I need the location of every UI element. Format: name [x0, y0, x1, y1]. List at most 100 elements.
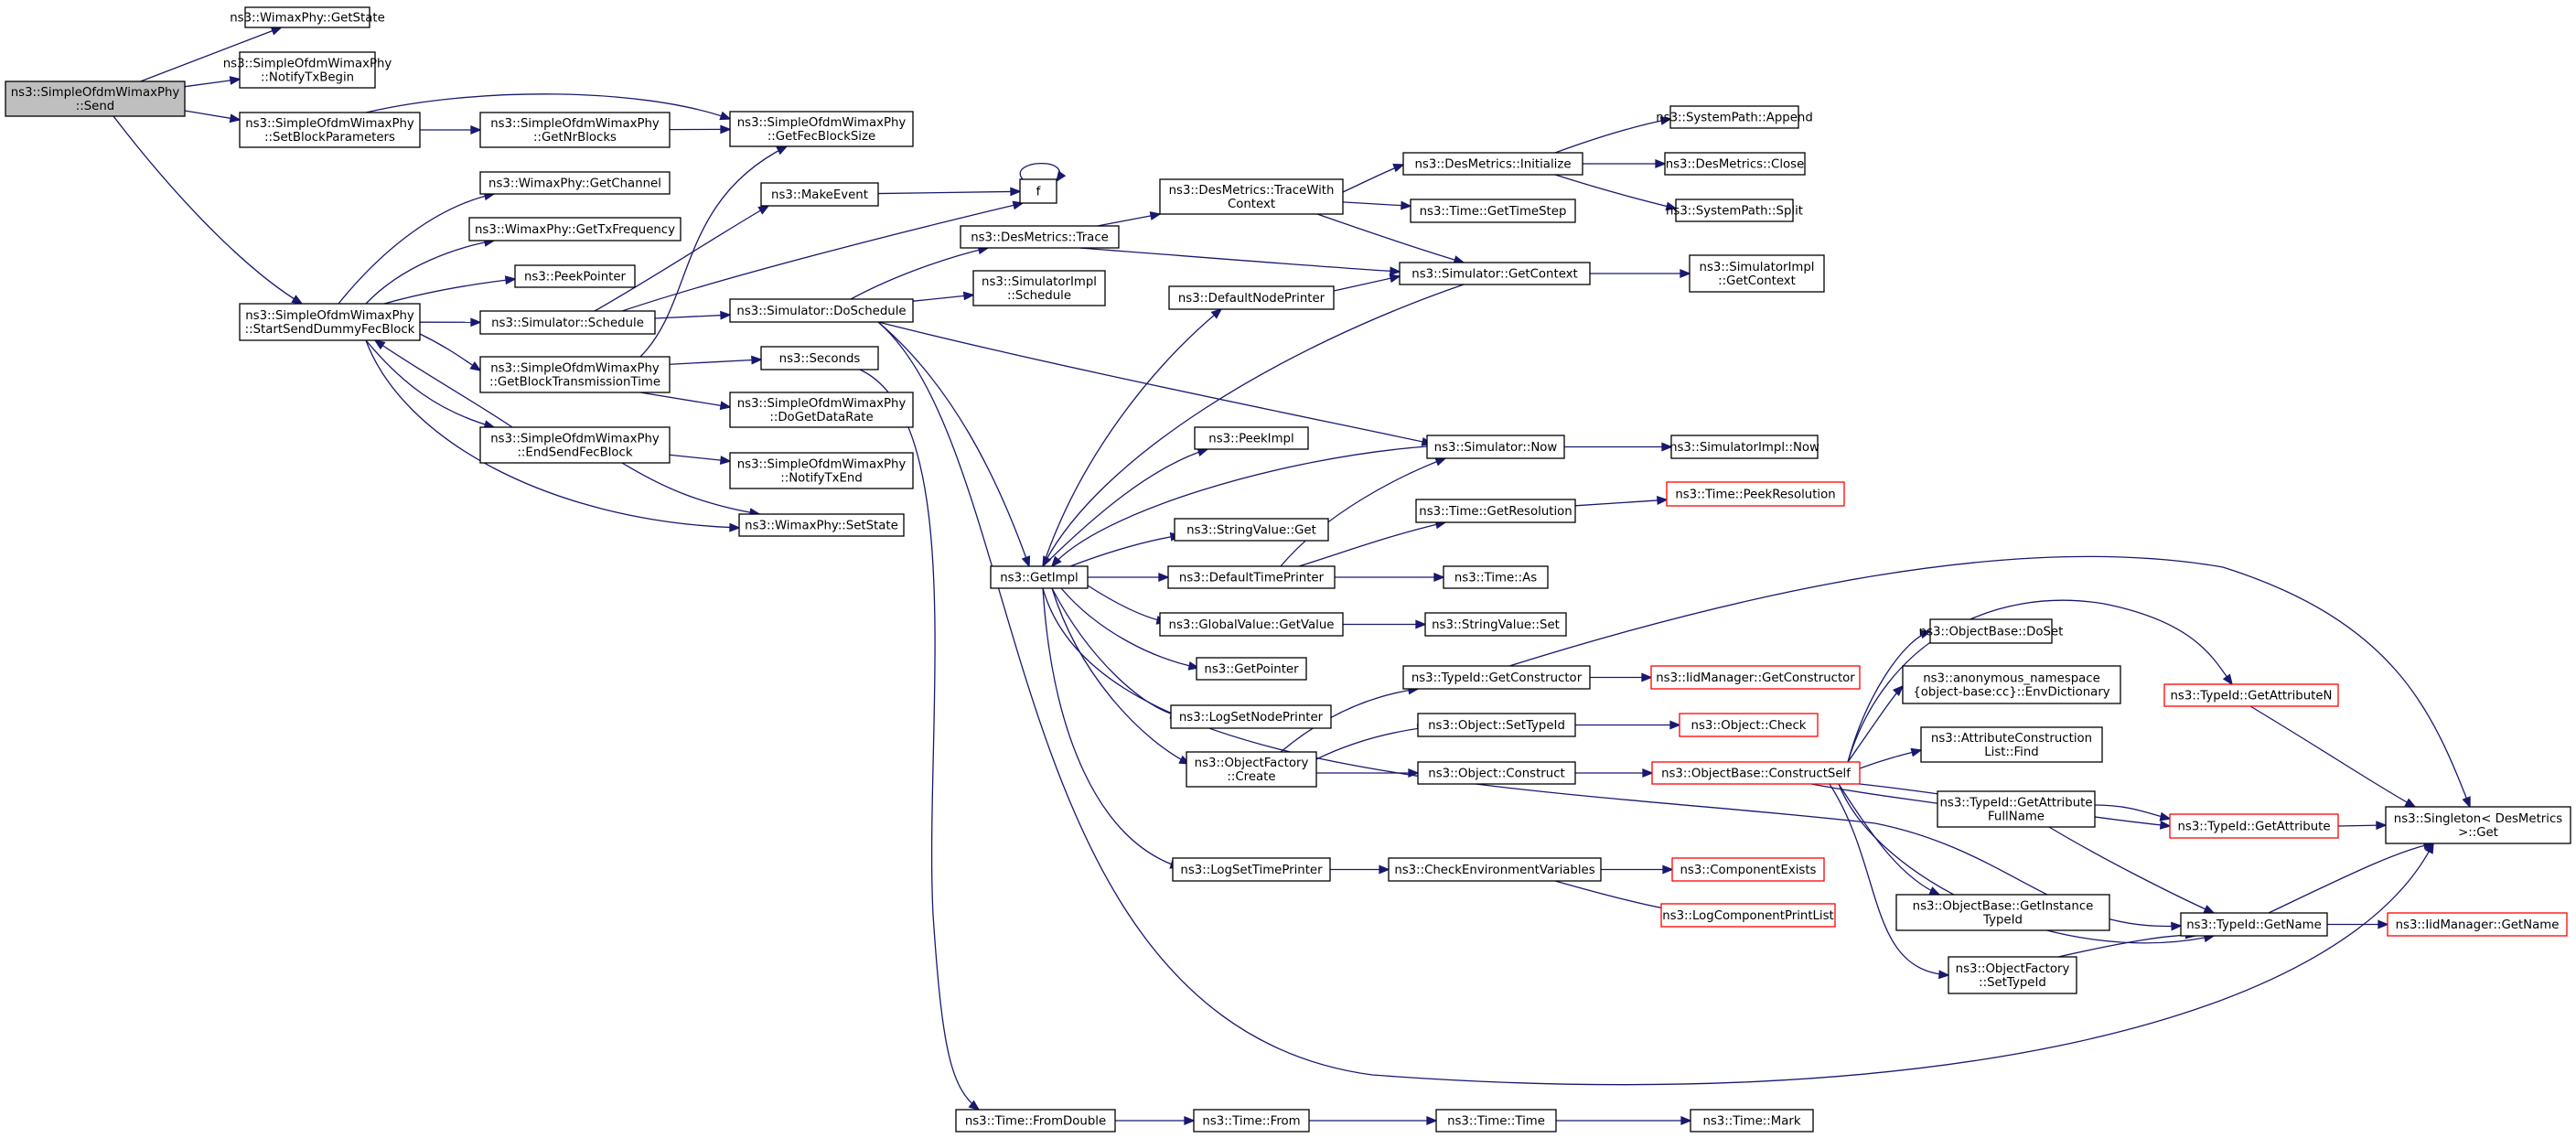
node-box[interactable]	[468, 217, 682, 242]
node-box[interactable]	[1669, 105, 1799, 129]
node-box[interactable]	[760, 346, 879, 370]
node-objectbase_doset[interactable]: ns3::ObjectBase::DoSet	[1919, 618, 2064, 644]
node-box[interactable]	[1443, 565, 1549, 589]
node-box[interactable]	[1671, 857, 1825, 882]
node-object_check[interactable]: ns3::Object::Check	[1679, 713, 1819, 737]
node-box[interactable]	[738, 513, 905, 537]
node-makeevent[interactable]: ns3::MakeEvent	[760, 182, 879, 207]
node-getblocktxtime[interactable]: ns3::SimpleOfdmWimaxPhy::GetBlockTransmi…	[479, 356, 671, 393]
node-box[interactable]	[1666, 481, 1845, 507]
node-sim_now[interactable]: ns3::Simulator::Now	[1426, 435, 1565, 459]
node-send[interactable]: ns3::SimpleOfdmWimaxPhy::Send	[5, 81, 186, 117]
node-box[interactable]	[1948, 956, 2077, 994]
node-defaulttimeprinter[interactable]: ns3::DefaultTimePrinter	[1167, 565, 1336, 589]
node-time_gettimestep[interactable]: ns3::Time::GetTimeStep	[1410, 199, 1576, 223]
node-time_time[interactable]: ns3::Time::Time	[1435, 1109, 1557, 1133]
node-wm_setstate[interactable]: ns3::WimaxPhy::SetState	[738, 513, 905, 537]
node-box[interactable]	[1920, 726, 2103, 763]
node-box[interactable]	[1399, 262, 1591, 285]
node-objectfactory_create[interactable]: ns3::ObjectFactory::Create	[1186, 751, 1317, 788]
node-box[interactable]	[1690, 1109, 1814, 1133]
node-sp_split[interactable]: ns3::SystemPath::Split	[1666, 199, 1803, 222]
node-notifytxbegin[interactable]: ns3::SimpleOfdmWimaxPhy::NotifyTxBegin	[223, 51, 392, 89]
node-box[interactable]	[1424, 612, 1567, 637]
node-box[interactable]	[1402, 665, 1591, 690]
node-box[interactable]	[1426, 435, 1565, 459]
node-getfecblocksize[interactable]: ns3::SimpleOfdmWimaxPhy::GetFecBlockSize	[729, 111, 914, 147]
node-getchannel[interactable]: ns3::WimaxPhy::GetChannel	[479, 171, 671, 195]
node-box[interactable]	[2387, 912, 2568, 937]
node-defaultnodeprinter[interactable]: ns3::DefaultNodePrinter	[1168, 285, 1335, 310]
node-box[interactable]	[239, 51, 376, 89]
node-box[interactable]	[1664, 152, 1806, 176]
node-box[interactable]	[1196, 657, 1307, 681]
node-startsenddummy[interactable]: ns3::SimpleOfdmWimaxPhy::StartSendDummyF…	[239, 303, 421, 341]
node-objectbase_constructself[interactable]: ns3::ObjectBase::ConstructSelf	[1651, 761, 1861, 785]
node-f[interactable]: f	[1019, 178, 1057, 204]
node-sp_append[interactable]: ns3::SystemPath::Append	[1656, 105, 1813, 129]
node-box[interactable]	[1679, 713, 1819, 737]
node-time_mark[interactable]: ns3::Time::Mark	[1690, 1109, 1814, 1133]
node-setblockparams[interactable]: ns3::SimpleOfdmWimaxPhy::SetBlockParamet…	[239, 112, 421, 148]
node-box[interactable]	[1660, 903, 1836, 928]
node-iidmanager_getname[interactable]: ns3::IidManager::GetName	[2387, 912, 2568, 937]
node-sim_getcontext[interactable]: ns3::Simulator::GetContext	[1399, 262, 1591, 285]
node-box[interactable]	[479, 426, 671, 464]
node-wm_getstate[interactable]: ns3::WimaxPhy::GetState	[230, 6, 385, 28]
node-box[interactable]	[2385, 806, 2571, 844]
node-box[interactable]	[1689, 254, 1825, 293]
node-logcomponentprintlist[interactable]: ns3::LogComponentPrintList	[1660, 903, 1836, 928]
node-typeid_getattributen[interactable]: ns3::TypeId::GetAttributeN	[2163, 683, 2339, 707]
node-box[interactable]	[1402, 152, 1583, 176]
node-box[interactable]	[1417, 761, 1576, 785]
node-iidmanager_getconstructor[interactable]: ns3::IidManager::GetConstructor	[1650, 665, 1861, 690]
node-time_fromdouble[interactable]: ns3::Time::FromDouble	[955, 1109, 1116, 1133]
node-desm_close[interactable]: ns3::DesMetrics::Close	[1664, 152, 1806, 176]
node-box[interactable]	[960, 225, 1120, 249]
node-box[interactable]	[1435, 1109, 1557, 1133]
node-box[interactable]	[1651, 761, 1861, 785]
node-getimpl[interactable]: ns3::GetImpl	[990, 565, 1089, 589]
node-peekimpl[interactable]: ns3::PeekImpl	[1194, 426, 1309, 450]
node-gettxfreq[interactable]: ns3::WimaxPhy::GetTxFrequency	[468, 217, 682, 242]
node-logsettimeprinter[interactable]: ns3::LogSetTimePrinter	[1172, 857, 1331, 882]
node-box[interactable]	[5, 81, 186, 117]
node-box[interactable]	[1937, 790, 2096, 828]
node-box[interactable]	[1650, 665, 1861, 690]
node-box[interactable]	[1019, 178, 1057, 204]
node-time_as[interactable]: ns3::Time::As	[1443, 565, 1549, 589]
node-objectfactory_settypeid[interactable]: ns3::ObjectFactory::SetTypeId	[1948, 956, 2077, 994]
node-box[interactable]	[1193, 1109, 1310, 1133]
node-sim_doschedule[interactable]: ns3::Simulator::DoSchedule	[729, 298, 914, 323]
node-typeid_getname[interactable]: ns3::TypeId::GetName	[2180, 912, 2328, 937]
node-checkenvvars[interactable]: ns3::CheckEnvironmentVariables	[1388, 857, 1602, 882]
node-box[interactable]	[2169, 813, 2339, 839]
node-dogetdatarate[interactable]: ns3::SimpleOfdmWimaxPhy::DoGetDataRate	[729, 392, 914, 428]
node-box[interactable]	[479, 310, 656, 335]
node-logsetnodeprinter[interactable]: ns3::LogSetNodePrinter	[1170, 704, 1332, 729]
node-box[interactable]	[1167, 565, 1336, 589]
node-box[interactable]	[1159, 612, 1344, 637]
node-typeid_getconstructor[interactable]: ns3::TypeId::GetConstructor	[1402, 665, 1591, 690]
node-box[interactable]	[479, 171, 671, 195]
node-box[interactable]	[972, 270, 1106, 306]
node-simimpl_getcontext[interactable]: ns3::SimulatorImpl::GetContext	[1689, 254, 1825, 293]
node-peekpointer[interactable]: ns3::PeekPointer	[514, 264, 636, 288]
node-stringvalue_get[interactable]: ns3::StringValue::Get	[1174, 518, 1329, 542]
node-stringvalue_set[interactable]: ns3::StringValue::Set	[1424, 612, 1567, 637]
node-box[interactable]	[1929, 618, 2053, 644]
node-box[interactable]	[760, 182, 879, 207]
node-box[interactable]	[1159, 178, 1344, 215]
node-box[interactable]	[479, 112, 671, 148]
node-box[interactable]	[729, 392, 914, 428]
node-box[interactable]	[239, 112, 421, 148]
node-box[interactable]	[1410, 199, 1576, 223]
node-time_from[interactable]: ns3::Time::From	[1193, 1109, 1310, 1133]
node-box[interactable]	[1895, 894, 2110, 931]
node-desm_init[interactable]: ns3::DesMetrics::Initialize	[1402, 152, 1583, 176]
node-box[interactable]	[2163, 683, 2339, 707]
node-box[interactable]	[1415, 499, 1576, 523]
